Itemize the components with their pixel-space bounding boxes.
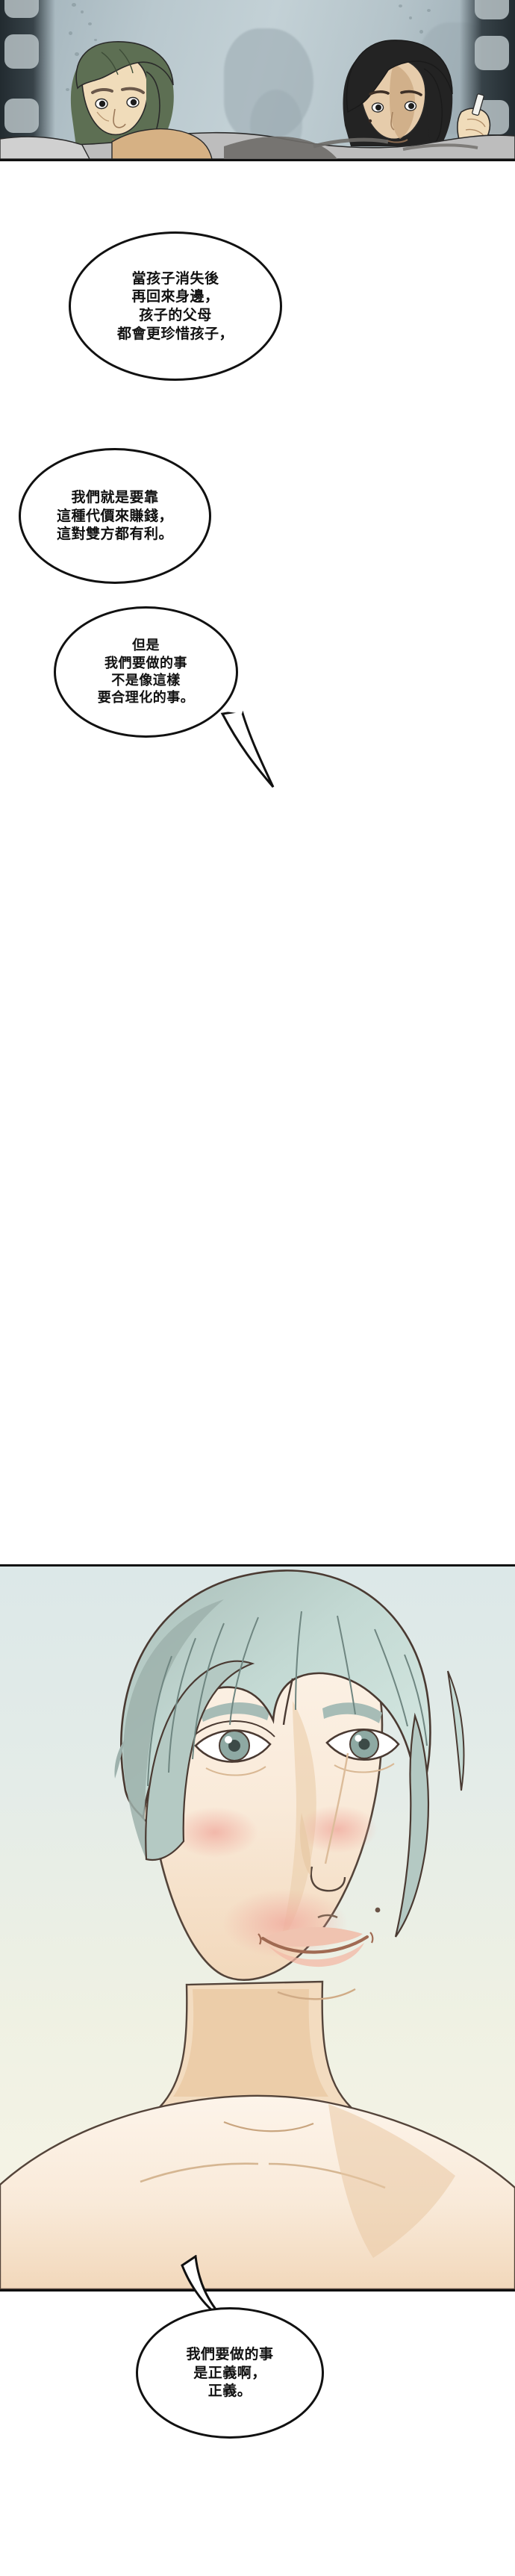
film-sprocket-hole <box>475 36 509 70</box>
right-eyebrow <box>369 90 390 96</box>
grain-speck <box>409 16 412 19</box>
speech-bubble-1-text: 當孩子消失後 再回來身邊， 孩子的父母 都會更珍惜孩子， <box>116 270 234 342</box>
left-pupil <box>130 99 137 106</box>
hair-bang-left <box>145 1660 255 1861</box>
panel-film-strip-two-men <box>0 0 515 161</box>
lower-lip <box>269 1943 364 1967</box>
eye-highlight-left <box>225 1736 232 1743</box>
hair-strand <box>229 1617 259 1726</box>
grain-speck <box>427 9 431 12</box>
right-pupil <box>408 103 414 109</box>
green-hair-strand <box>119 49 134 74</box>
top-panel-characters <box>0 40 515 159</box>
mouth-line <box>260 1935 369 1954</box>
grain-speck <box>66 88 69 91</box>
chin-crease <box>277 1988 356 2000</box>
left-eyebrow <box>121 87 145 94</box>
blush-right <box>297 1805 378 1853</box>
film-sprocket-hole <box>4 0 39 18</box>
film-sprocket-hole <box>4 99 39 133</box>
hair-strand <box>337 1615 356 1715</box>
mouth-corner-left <box>258 1933 262 1945</box>
under-eye-right <box>334 1763 395 1773</box>
face-shadow <box>279 1701 316 1946</box>
blanket-shadow <box>224 136 337 159</box>
film-sprocket-hole <box>475 0 509 19</box>
hair-strand <box>295 1611 302 1711</box>
nose <box>310 1866 346 1892</box>
eye-highlight-right <box>355 1735 362 1742</box>
grain-speck <box>69 31 72 35</box>
right-face-shadow <box>390 64 415 139</box>
film-sprocket-hole <box>4 34 39 69</box>
hair-right-side <box>394 1712 429 1938</box>
left-pupil <box>99 100 106 108</box>
panel-mint-haired-closeup <box>0 1564 515 2292</box>
speech-bubble-4: 我們要做的事 是正義啊， 正義。 <box>136 2307 324 2439</box>
eyebrow-right <box>322 1702 382 1723</box>
hair-part <box>282 1678 294 1726</box>
chest-shadow <box>328 2104 455 2258</box>
nose-shadow <box>299 1813 311 1876</box>
mint-haired-man-illustration <box>0 1567 515 2289</box>
nose-bridge <box>324 1752 349 1864</box>
grain-speck <box>94 39 97 41</box>
under-eye-left <box>205 1766 266 1776</box>
speech-bubble-3-text: 但是 我們要做的事 不是像這樣 要合理化的事。 <box>97 638 195 706</box>
neck-shadow <box>173 1989 328 2097</box>
left-eyebrow <box>91 87 113 94</box>
grain-speck <box>399 4 402 7</box>
green-hair-strand <box>101 52 119 75</box>
speech-bubble-3-tail <box>220 709 275 788</box>
finger-line <box>465 128 484 137</box>
mole <box>375 1907 381 1913</box>
hair-strand <box>192 1623 225 1760</box>
cigarette <box>472 93 484 116</box>
blush-left <box>172 1807 258 1858</box>
left-cheek-line <box>96 111 110 122</box>
background-smear <box>224 28 313 140</box>
speech-bubble-4-text: 我們要做的事 是正義啊， 正義。 <box>186 2345 274 2400</box>
neck-crease <box>223 2121 314 2132</box>
speech-bubble-1: 當孩子消失後 再回來身邊， 孩子的父母 都會更珍惜孩子， <box>69 231 282 381</box>
hair-left-sweep <box>123 1599 224 1859</box>
grain-speck <box>419 30 423 34</box>
eyebrow-left <box>200 1702 270 1722</box>
grain-speck <box>88 22 92 25</box>
speech-bubble-2-text: 我們就是要靠 這種代價來賺錢， 這對雙方都有利。 <box>56 488 173 543</box>
philtrum <box>317 1914 338 1919</box>
grain-speck <box>72 3 76 7</box>
hair-tip-right <box>447 1670 465 1791</box>
speech-bubble-2: 我們就是要靠 這種代價來賺錢， 這對雙方都有利。 <box>19 448 211 584</box>
pupil-right <box>358 1738 370 1750</box>
left-nose <box>113 108 126 128</box>
mouth-corner-right <box>369 1932 374 1944</box>
right-eyebrow <box>400 90 422 96</box>
collarbone <box>140 2162 259 2183</box>
hair-strand <box>168 1637 196 1773</box>
eyelid-crease-left <box>192 1720 275 1737</box>
blanket-crease <box>313 137 389 149</box>
finger-line <box>466 118 486 128</box>
grain-speck <box>81 10 84 13</box>
skin-torso <box>111 128 213 159</box>
pupil-left <box>228 1740 240 1752</box>
right-pupil <box>375 105 381 111</box>
hair-strand <box>404 1654 428 1746</box>
green-hair-fringe <box>75 41 174 90</box>
right-nose <box>390 111 395 131</box>
hair-strand <box>374 1628 408 1727</box>
right-mouth <box>386 139 408 143</box>
blanket-left <box>0 136 90 159</box>
speech-bubble-3: 但是 我們要做的事 不是像這樣 要合理化的事。 <box>54 606 238 738</box>
right-mole <box>368 119 372 123</box>
blanket-crease <box>402 143 478 151</box>
grain-speck <box>75 52 79 56</box>
hair-tip-left <box>114 1738 125 1779</box>
upper-lip <box>263 1926 363 1947</box>
hair-strand <box>147 1655 172 1787</box>
